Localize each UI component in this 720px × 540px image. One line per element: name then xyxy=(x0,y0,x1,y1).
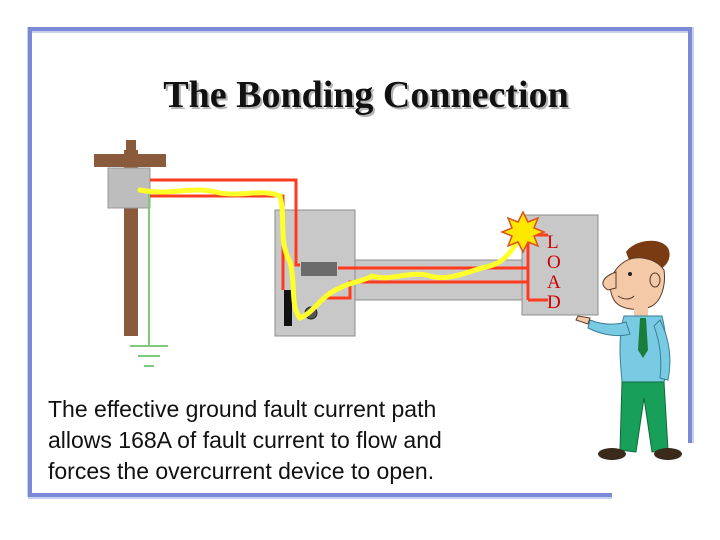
caption-line: allows 168A of fault current to flow and xyxy=(48,427,442,453)
transformer xyxy=(107,167,151,209)
caption-line: The effective ground fault current path xyxy=(48,396,437,422)
hot-conductors xyxy=(150,178,548,302)
neutral-bar xyxy=(284,290,292,326)
load-letter-l: L xyxy=(547,232,559,253)
caption-line: forces the overcurrent device to open. xyxy=(48,458,435,484)
frame-left-border xyxy=(28,27,32,497)
slide-title: The Bonding Connection xyxy=(163,74,569,116)
frame-top-border xyxy=(28,27,692,31)
ground-symbol-icon xyxy=(130,190,168,367)
pointing-man-icon xyxy=(575,240,682,460)
load-letter-o: O xyxy=(547,252,561,273)
fault-current-path xyxy=(137,187,523,321)
frame-bottom-border xyxy=(28,493,612,497)
load-letter-d: D xyxy=(547,292,561,313)
caption: The effective ground fault current path … xyxy=(48,394,608,487)
spark-icon xyxy=(499,210,547,254)
breaker xyxy=(301,262,337,276)
frame-right-border xyxy=(688,27,692,443)
load-letter-a: A xyxy=(547,272,561,293)
